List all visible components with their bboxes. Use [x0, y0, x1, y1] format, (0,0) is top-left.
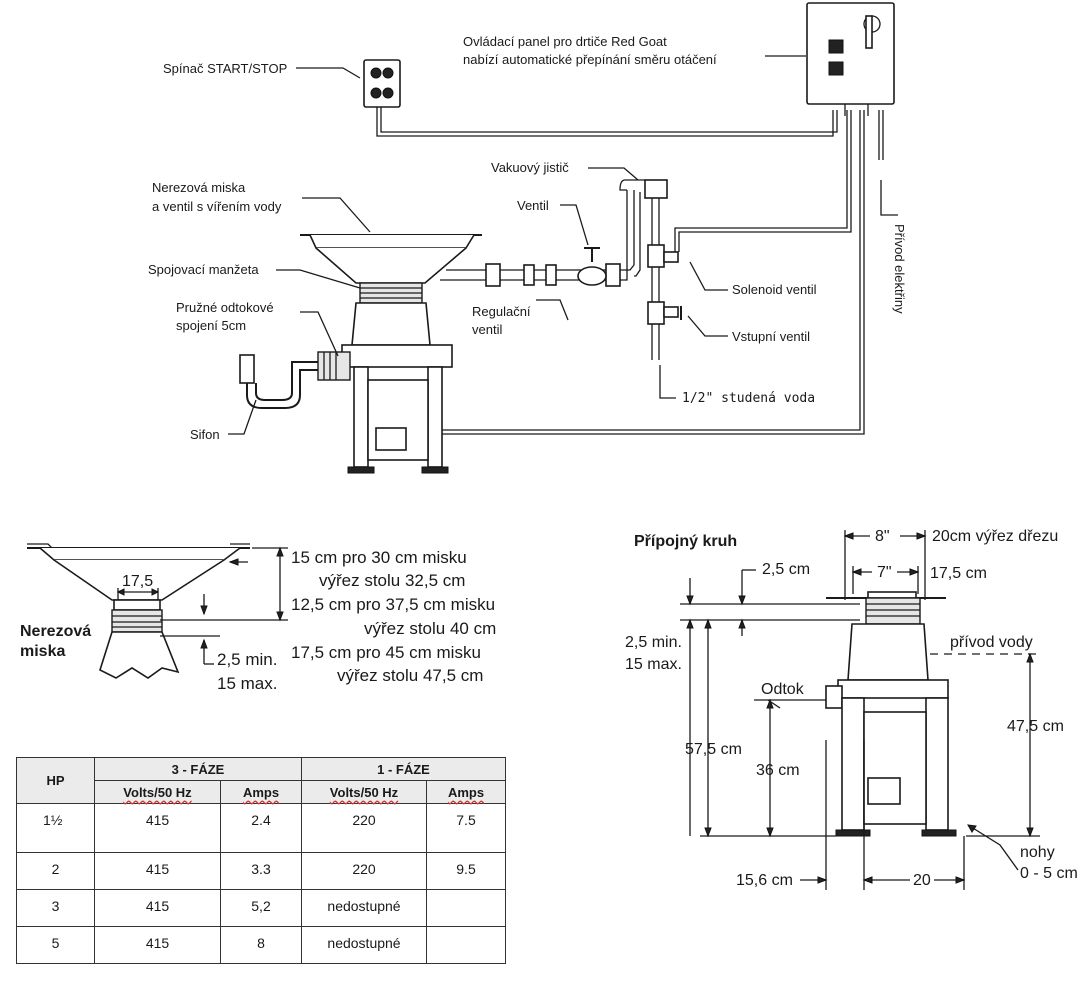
cell-a3: 2.4: [220, 803, 302, 853]
label-inlet-valve: Vstupní ventil: [732, 329, 810, 344]
ring-width-left: 15,6 cm: [736, 872, 793, 889]
cell-hp: 1½: [16, 803, 95, 853]
table-row: 3 415 5,2 nedostupné: [16, 889, 506, 927]
header-hp: HP: [16, 757, 95, 804]
table-subheader-row: Volts/50 Hz Amps Volts/50 Hz Amps: [17, 780, 506, 804]
cell-v3: 415: [94, 926, 221, 964]
cell-hp: 5: [16, 926, 95, 964]
label-vacuum-breaker: Vakuový jistič: [491, 160, 569, 175]
bowl-width-value: 17,5: [122, 573, 153, 590]
bowl-spec-1: 15 cm pro 30 cm misku: [291, 548, 467, 567]
header-three-phase: 3 - FÁZE: [94, 757, 302, 781]
bowl-spec-3: 12,5 cm pro 37,5 cm misku: [291, 595, 495, 614]
label-coupling: Spojovací manžeta: [148, 262, 259, 277]
label-control-panel-1: Ovládací panel pro drtiče Red Goat: [463, 34, 667, 49]
bowl-title-2: miska: [20, 643, 65, 660]
ring-gap-2: 15 max.: [625, 656, 682, 673]
ring-height-drain: 36 cm: [756, 762, 800, 779]
cell-hp: 2: [16, 852, 95, 890]
label-flex-drain-2: spojení 5cm: [176, 318, 246, 333]
ring-sink-cutout: 20cm výřez dřezu: [932, 528, 1058, 545]
header-amps-3: Amps: [220, 780, 302, 804]
cell-a1: 9.5: [426, 852, 506, 890]
cell-a3: 5,2: [220, 889, 302, 927]
ring-legs-2: 0 - 5 cm: [1020, 865, 1078, 882]
label-bowl-2: a ventil s vířením vody: [152, 199, 282, 214]
cell-a1: [426, 926, 506, 964]
ring-width: 17,5 cm: [930, 565, 987, 582]
header-amps-1: Amps: [426, 780, 506, 804]
cell-v3: 415: [94, 803, 221, 853]
bowl-title-1: Nerezová: [20, 623, 91, 640]
cell-v3: 415: [94, 889, 221, 927]
label-solenoid-valve: Solenoid ventil: [732, 282, 817, 297]
power-spec-table: HP 3 - FÁZE 1 - FÁZE Volts/50 Hz Amps Vo…: [16, 757, 506, 964]
table-row: 1½ 415 2.4 220 7.5: [16, 803, 506, 853]
control-panel-box: [806, 2, 895, 116]
bowl-spec-4: výřez stolu 40 cm: [364, 619, 496, 638]
cell-a1: [426, 889, 506, 927]
cell-v3: 415: [94, 852, 221, 890]
table-row: 2 415 3.3 220 9.5: [16, 852, 506, 890]
header-volts-3: Volts/50 Hz: [94, 780, 221, 804]
ring-height-inlet: 47,5 cm: [1007, 718, 1064, 735]
cell-a3: 3.3: [220, 852, 302, 890]
cell-hp: 3: [16, 889, 95, 927]
bowl-spec-2: výřez stolu 32,5 cm: [319, 571, 465, 590]
ring-dim-8in: 8": [875, 528, 890, 545]
label-bowl-1: Nerezová miska: [152, 180, 246, 195]
top-bowl: [300, 234, 482, 346]
water-pipes: [440, 179, 682, 360]
cell-a1: 7.5: [426, 803, 506, 853]
bowl-detail-diagram: Nerezová miska 17,5 15 cm pro 30 cm misk…: [20, 543, 496, 693]
table-header-row: HP 3 - FÁZE 1 - FÁZE: [16, 757, 506, 804]
label-valve: Ventil: [517, 198, 549, 213]
label-siphon: Sifon: [190, 427, 220, 442]
cables: [376, 107, 884, 435]
start-stop-switch-box: [363, 59, 401, 108]
top-leader-lines: [228, 55, 898, 435]
bowl-spec-6: výřez stolu 47,5 cm: [337, 666, 483, 685]
bowl-spec-5: 17,5 cm pro 45 cm misku: [291, 643, 481, 662]
label-flex-drain-1: Pružné odtokové: [176, 300, 274, 315]
ring-height-total: 57,5 cm: [685, 741, 742, 758]
header-volts-1: Volts/50 Hz: [301, 780, 427, 804]
label-control-panel-2: nabízí automatické přepínání směru otáče…: [463, 52, 717, 67]
label-regulating-valve-1: Regulační: [472, 304, 531, 319]
ring-gap-1: 2,5 min.: [625, 634, 682, 651]
bowl-gap-1: 2,5 min.: [217, 650, 277, 669]
cell-v1: 220: [301, 852, 427, 890]
ring-height: 2,5 cm: [762, 561, 810, 578]
top-installation-diagram: Spínač START/STOP Ovládací panel pro drt…: [148, 2, 907, 474]
bowl-gap-2: 15 max.: [217, 674, 277, 693]
header-one-phase: 1 - FÁZE: [301, 757, 506, 781]
ring-title: Přípojný kruh: [634, 533, 737, 550]
label-power-supply: Přívod elektřiny: [892, 224, 907, 314]
top-siphon: [239, 351, 351, 409]
ring-legs-1: nohy: [1020, 844, 1055, 861]
label-regulating-valve-2: ventil: [472, 322, 502, 337]
top-unit-stand: [341, 344, 453, 474]
cell-v1: nedostupné: [301, 889, 427, 927]
ring-drain: Odtok: [761, 681, 805, 698]
table-row: 5 415 8 nedostupné: [16, 926, 506, 964]
label-start-stop-switch: Spínač START/STOP: [163, 61, 287, 76]
ring-water-inlet: přívod vody: [950, 634, 1033, 651]
ring-dim-7in: 7": [877, 564, 892, 581]
connection-ring-diagram: Přípojný kruh 8" 7" 20cm výřez dřezu 2,5…: [625, 528, 1078, 890]
cell-a3: 8: [220, 926, 302, 964]
cell-v1: 220: [301, 803, 427, 853]
ring-width-base: 20: [913, 872, 931, 889]
cell-v1: nedostupné: [301, 926, 427, 964]
label-cold-water: 1/2" studená voda: [682, 391, 815, 406]
